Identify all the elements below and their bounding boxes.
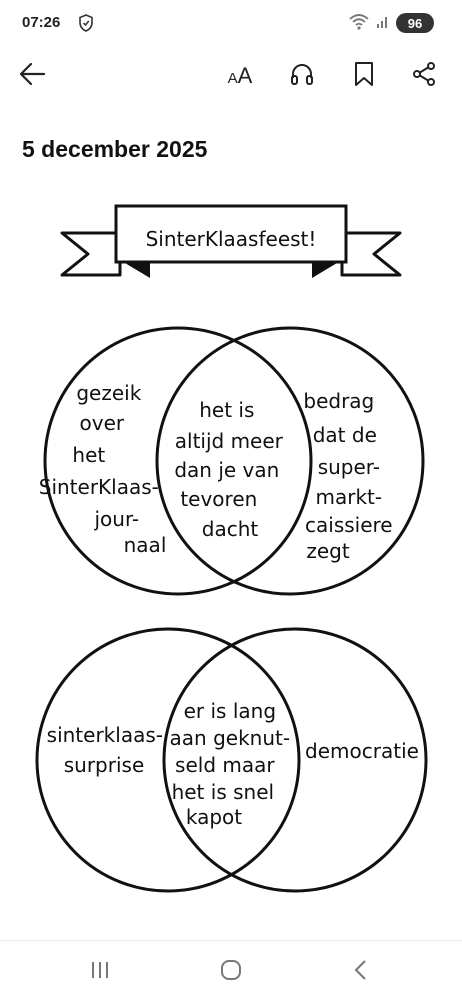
shield-icon bbox=[78, 14, 94, 32]
venn2-middle-text: er is lang aan geknut- seld maar het is … bbox=[170, 699, 297, 829]
signal-icon bbox=[376, 13, 390, 34]
back-button[interactable] bbox=[14, 58, 50, 94]
bookmark-button[interactable] bbox=[346, 58, 382, 94]
venn2-right-text: democratie bbox=[305, 739, 419, 763]
venn-diagram-1: gezeik over het SinterKlaas- jour- naal … bbox=[39, 326, 425, 596]
banner: SinterKlaasfeest! bbox=[60, 204, 402, 278]
system-back-button[interactable] bbox=[340, 957, 380, 987]
bookmark-icon bbox=[353, 61, 375, 92]
listen-button[interactable] bbox=[284, 58, 320, 94]
font-size-icon: AA bbox=[227, 63, 253, 88]
headphones-icon bbox=[289, 61, 315, 92]
font-size-button[interactable]: AA bbox=[222, 58, 258, 94]
venn2-left-text: sinterklaas- surprise bbox=[47, 723, 170, 777]
venn1-right-text: bedrag dat de super- markt- caissiere ze… bbox=[303, 389, 399, 563]
banner-title: SinterKlaasfeest! bbox=[146, 227, 317, 251]
venn1-left-text: gezeik over het SinterKlaas- jour- naal bbox=[39, 381, 167, 557]
nav-back-icon bbox=[352, 959, 368, 986]
article-toolbar: AA bbox=[0, 48, 462, 104]
home-button[interactable] bbox=[211, 957, 251, 987]
wifi-icon bbox=[348, 12, 370, 35]
battery-indicator: 96 bbox=[396, 13, 434, 33]
article-date: 5 december 2025 bbox=[22, 136, 208, 162]
recent-apps-button[interactable] bbox=[80, 957, 120, 987]
venn1-middle-text: het is altijd meer dan je van tevoren da… bbox=[174, 398, 289, 541]
system-nav-bar bbox=[0, 940, 462, 1001]
share-button[interactable] bbox=[406, 58, 442, 94]
share-icon bbox=[411, 61, 437, 92]
status-time: 07:26 bbox=[22, 14, 61, 31]
status-icons: 96 bbox=[348, 12, 434, 34]
comic-drawing: SinterKlaasfeest! gezeik over het Sinter… bbox=[35, 204, 428, 893]
home-icon bbox=[219, 958, 243, 987]
comic-image: SinterKlaasfeest! gezeik over het Sinter… bbox=[0, 190, 462, 910]
venn-diagram-2: sinterklaas- surprise er is lang aan gek… bbox=[35, 627, 428, 893]
back-arrow-icon bbox=[18, 62, 46, 91]
recent-apps-icon bbox=[89, 960, 111, 985]
status-bar: 07:26 96 bbox=[0, 0, 462, 46]
